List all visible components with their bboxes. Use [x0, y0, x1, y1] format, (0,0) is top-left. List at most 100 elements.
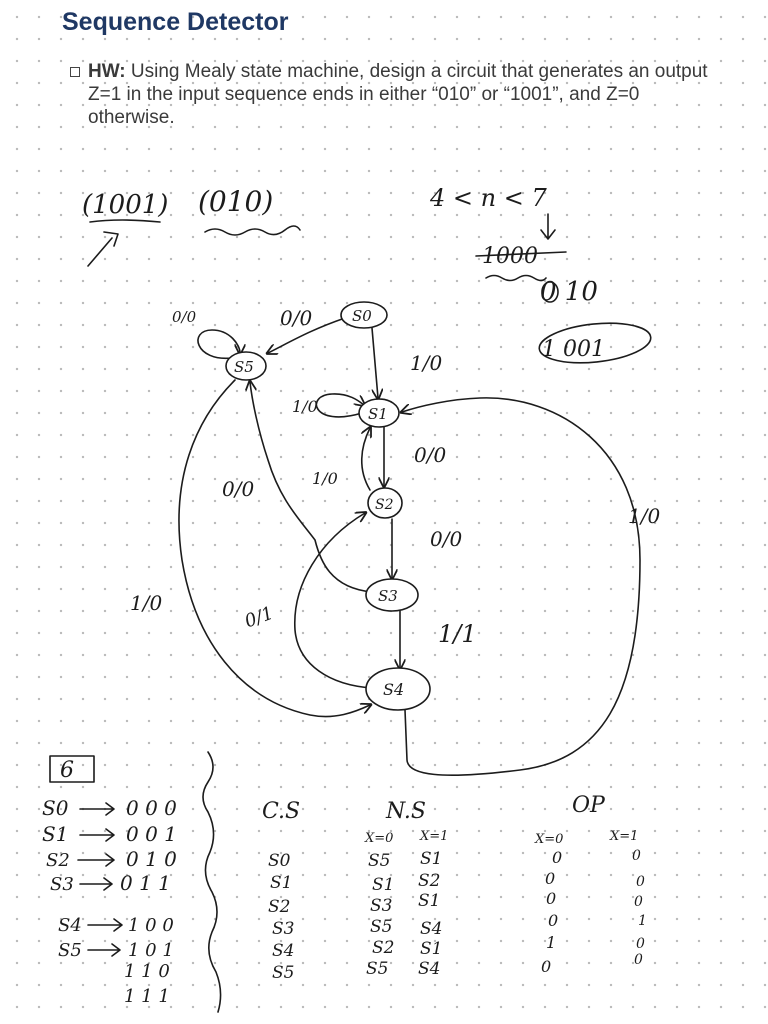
encoding-state-s3: S3	[50, 874, 74, 895]
label-s2-s3: 0/0	[430, 527, 462, 551]
table-op0-s5: 0	[541, 957, 551, 976]
brace-separator	[202, 751, 222, 1013]
encoding-code-s1: 0 0 1	[126, 822, 177, 846]
page-title: Sequence Detector	[62, 8, 289, 36]
table-op0-s1: 0	[545, 869, 555, 888]
scribble-under-crossed	[485, 274, 547, 282]
label-s5-self: 0/0	[172, 308, 197, 326]
arrow-s3	[79, 877, 113, 891]
sequence-1001: (1001)	[82, 190, 168, 220]
arrow-s0	[79, 802, 115, 816]
encoding-state-s2: S2	[46, 850, 70, 871]
circle-around-sequence	[538, 322, 652, 364]
table-cs-s3: S3	[272, 919, 294, 939]
table-ns1-s4: S1	[420, 939, 442, 959]
encoding-code-s3: 0 1 1	[120, 871, 171, 895]
state-s5: S5	[225, 351, 267, 381]
table-op1-s0: 0	[632, 848, 641, 864]
crossed-sequence: 1000	[482, 244, 538, 269]
state-s0: S0	[340, 301, 388, 329]
scribble-underline	[204, 225, 301, 236]
encoding-code-s4: 1 0 0	[128, 915, 174, 936]
label-s0-s5: 0/0	[280, 306, 312, 330]
sequence-010: (010)	[198, 185, 273, 218]
table-op1-s3: 1	[638, 913, 647, 929]
transition-s4-s2	[294, 513, 373, 689]
label-s2-s1: 1/0	[312, 469, 338, 488]
state-s3: S3	[365, 578, 419, 612]
encoding-state-s5: S5	[58, 940, 82, 961]
bullet-square-icon	[70, 67, 80, 77]
label-s1-self: 1/0	[292, 397, 318, 416]
state-s4-label: S4	[383, 680, 404, 699]
table-cs-s2: S2	[268, 897, 290, 917]
table-ns1-s2: S1	[418, 891, 440, 911]
assignment-body: Using Mealy state machine, design a circ…	[88, 61, 708, 128]
transition-s0-s5	[268, 317, 346, 353]
encoding-code-s2: 0 1 0	[126, 847, 177, 871]
assignment-block: HW: Using Mealy state machine, design a …	[70, 60, 710, 129]
table-cs-s4: S4	[272, 941, 294, 961]
state-s1: S1	[358, 398, 400, 428]
encoding-state-s0: S0	[42, 796, 69, 820]
transition-s5-self	[197, 329, 240, 359]
state-s3-label: S3	[378, 587, 398, 605]
label-s3-s4: 1/1	[438, 620, 477, 648]
arrow-s1	[79, 828, 115, 842]
assignment-text: HW: Using Mealy state machine, design a …	[88, 60, 710, 129]
assignment-label: HW:	[88, 61, 126, 82]
table-ns1-s5: S4	[418, 959, 440, 979]
table-ns1-s0: S1	[420, 849, 442, 869]
table-cs-s0: S0	[268, 851, 291, 871]
count-box	[49, 755, 95, 783]
range-note: 4 < n < 7	[429, 184, 547, 212]
table-ns1-s1: S2	[418, 871, 440, 891]
transition-s5-s4	[178, 379, 370, 718]
state-s0-label: S0	[352, 307, 372, 325]
header-current-state: C.S	[262, 799, 300, 824]
label-s5-s4: 1/0	[130, 591, 162, 615]
transition-s4-s1	[402, 397, 641, 776]
table-ns0-s2: S3	[370, 896, 392, 916]
subheader-op-x1: X=1	[609, 829, 638, 844]
state-s2-label: S2	[375, 497, 394, 513]
header-output: OP	[572, 793, 606, 818]
sequence-1001-note: 1 001	[542, 337, 605, 362]
state-count: 6	[60, 758, 74, 783]
table-ns0-s0: S5	[368, 851, 390, 871]
state-s2: S2	[367, 487, 403, 519]
table-op0-s3: 0	[548, 911, 558, 930]
table-op0-s4: 1	[546, 933, 556, 952]
table-op1-s5: 0	[634, 952, 643, 968]
table-op1-s1: 0	[636, 874, 645, 890]
encoding-state-s1: S1	[42, 822, 68, 846]
state-s5-label: S5	[234, 358, 254, 376]
transition-s3-s5	[250, 382, 373, 593]
encoding-code-s5: 1 0 1	[128, 940, 174, 961]
table-ns0-s1: S1	[372, 875, 394, 895]
table-cs-s1: S1	[270, 873, 292, 893]
pencil-mark	[87, 231, 119, 267]
table-ns1-s3: S4	[420, 919, 442, 939]
state-s1-label: S1	[368, 405, 388, 423]
table-ns0-s3: S5	[370, 917, 392, 937]
encoding-code-unused-2: 1 1 1	[124, 986, 170, 1007]
table-ns0-s4: S2	[372, 938, 394, 958]
header-next-state: N.S	[385, 799, 426, 824]
table-ns0-s5: S5	[366, 959, 388, 979]
subheader-op-x0: X=0	[534, 832, 563, 847]
label-s4-s2: 0/1	[242, 603, 276, 633]
arrow-s5	[87, 943, 121, 957]
encoding-state-s4: S4	[58, 915, 82, 936]
label-s4-s1: 1/0	[628, 504, 660, 528]
state-s4: S4	[365, 667, 431, 711]
down-arrow-icon	[540, 213, 556, 240]
table-op1-s2: 0	[634, 894, 643, 910]
label-s3-s5: 0/0	[222, 477, 254, 501]
subheader-ns-x1: X=1	[419, 829, 448, 844]
subheader-ns-x0: X=0	[364, 831, 393, 846]
label-s0-s1: 1/0	[410, 351, 442, 375]
arrow-s4	[87, 918, 123, 932]
table-cs-s5: S5	[272, 963, 294, 983]
